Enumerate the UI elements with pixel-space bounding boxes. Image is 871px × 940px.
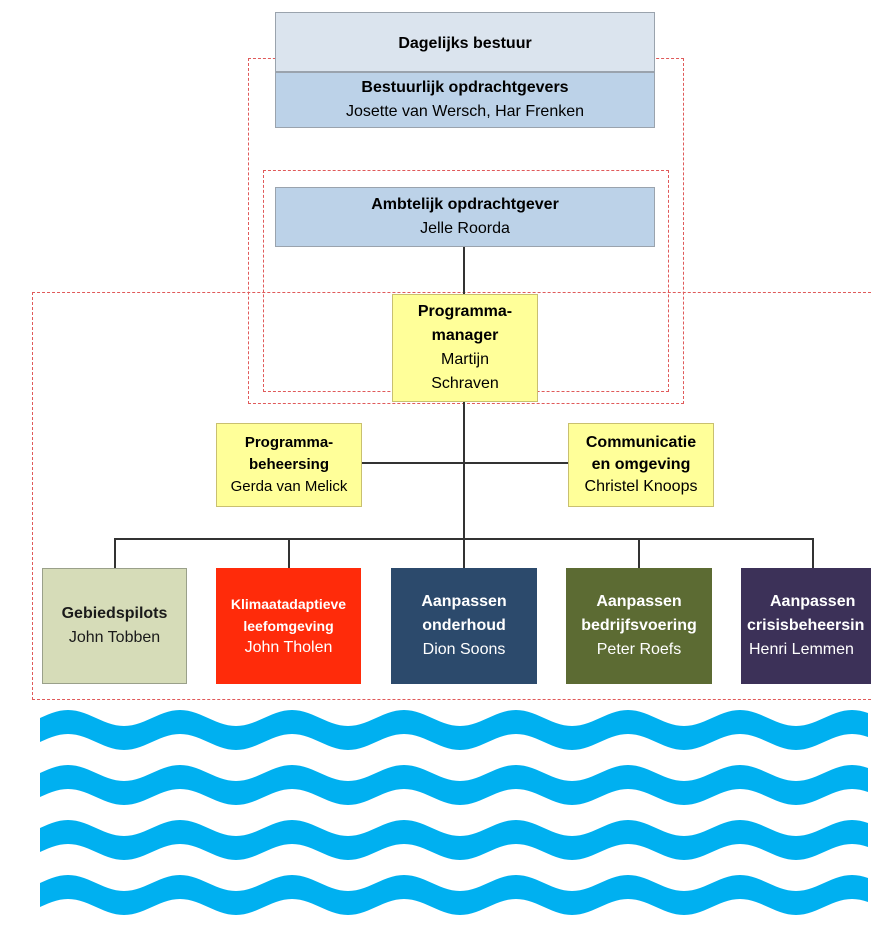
connector-teams-horizontal xyxy=(114,538,814,540)
communication-title-1: Communicatie xyxy=(585,434,697,451)
communication-box: Communicatie en omgeving Christel Knoops xyxy=(568,423,714,507)
connector-team-2 xyxy=(288,538,290,568)
team-box-1: Gebiedspilots John Tobben xyxy=(42,568,187,684)
water-waves-decoration xyxy=(40,710,868,915)
team-1-title: Gebiedspilots xyxy=(61,605,168,622)
team-box-5: Aanpassen crisisbeheersin Henri Lemmen xyxy=(741,568,871,684)
program-group xyxy=(32,292,871,700)
connector-support-horizontal xyxy=(360,462,570,464)
program-control-title-2: beheersing xyxy=(248,456,330,473)
team-4-title-1: Aanpassen xyxy=(596,593,682,610)
communication-title-2: en omgeving xyxy=(591,456,691,473)
program-control-title-1: Programma- xyxy=(244,434,334,451)
team-3-name: Dion Soons xyxy=(422,641,506,658)
connector-official-to-manager xyxy=(463,246,465,294)
official-client-box: Ambtelijk opdrachtgever Jelle Roorda xyxy=(275,187,655,247)
wave-band-1 xyxy=(40,710,868,750)
official-client-name: Jelle Roorda xyxy=(420,220,510,237)
program-manager-name-2: Schraven xyxy=(431,375,499,392)
daily-board-title: Dagelijks bestuur xyxy=(398,35,532,52)
admin-clients-names: Josette van Wersch, Har Frenken xyxy=(345,103,585,120)
team-2-name: John Tholen xyxy=(244,639,333,656)
wave-band-2 xyxy=(40,765,868,805)
team-1-name: John Tobben xyxy=(68,629,161,646)
program-control-box: Programma- beheersing Gerda van Melick xyxy=(216,423,362,507)
team-2-title-2: leefomgeving xyxy=(243,618,334,634)
communication-name: Christel Knoops xyxy=(584,478,698,495)
team-2-title-1: Klimaatadaptieve xyxy=(230,596,347,612)
team-5-title-1: Aanpassen xyxy=(770,593,856,610)
team-box-4: Aanpassen bedrijfsvoering Peter Roefs xyxy=(566,568,712,684)
team-box-3: Aanpassen onderhoud Dion Soons xyxy=(391,568,537,684)
team-5-title-2: crisisbeheersin xyxy=(747,617,865,634)
team-box-2: Klimaatadaptieve leefomgeving John Thole… xyxy=(216,568,361,684)
program-manager-name-1: Martijn xyxy=(440,351,489,368)
connector-team-1 xyxy=(114,538,116,568)
program-manager-box: Programma- manager Martijn Schraven xyxy=(392,294,538,402)
connector-team-5 xyxy=(812,538,814,568)
wave-band-4 xyxy=(40,875,868,915)
program-control-name: Gerda van Melick xyxy=(230,478,348,495)
daily-board-box: Dagelijks bestuur xyxy=(275,12,655,72)
program-manager-title-1: Programma- xyxy=(417,303,513,320)
team-3-title-2: onderhoud xyxy=(422,617,506,634)
team-3-title-1: Aanpassen xyxy=(421,593,507,610)
team-4-title-2: bedrijfsvoering xyxy=(581,617,697,634)
admin-clients-title: Bestuurlijk opdrachtgevers xyxy=(361,79,569,96)
wave-band-3 xyxy=(40,820,868,860)
team-5-name: Henri Lemmen xyxy=(749,641,854,658)
official-client-title: Ambtelijk opdrachtgever xyxy=(371,196,559,213)
connector-team-4 xyxy=(638,538,640,568)
admin-clients-box: Bestuurlijk opdrachtgevers Josette van W… xyxy=(275,72,655,128)
program-manager-title-2: manager xyxy=(431,327,499,344)
connector-manager-to-teams xyxy=(463,402,465,568)
team-4-name: Peter Roefs xyxy=(596,641,682,658)
